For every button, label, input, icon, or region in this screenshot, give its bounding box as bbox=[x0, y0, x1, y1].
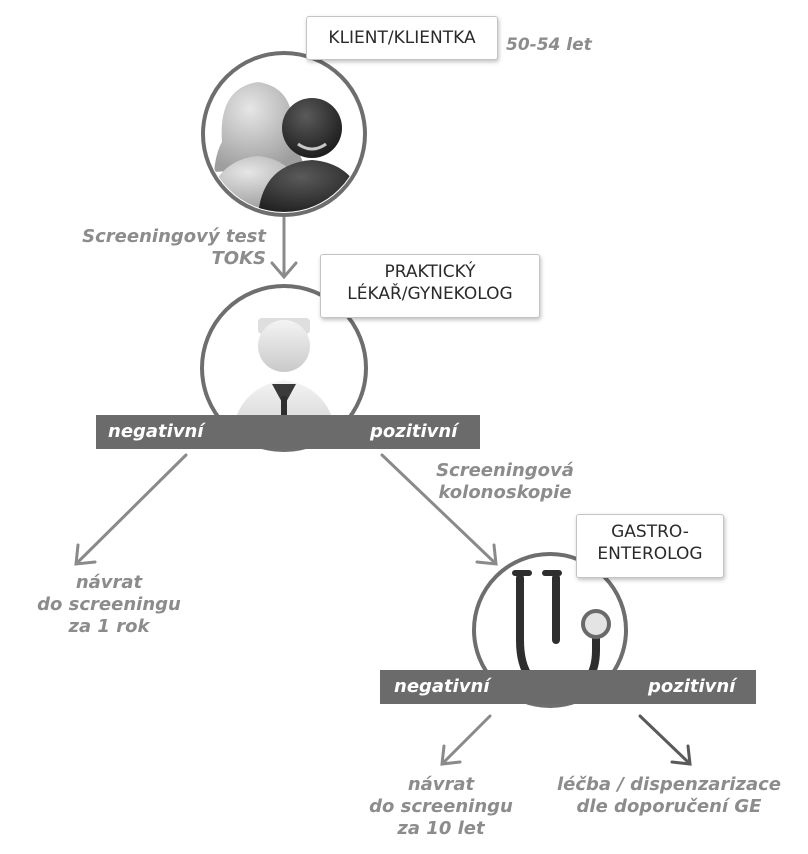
arrow-to-return-10-years bbox=[440, 714, 492, 766]
outcome-return-1-year: návrat do screeningu za 1 rok bbox=[37, 572, 181, 637]
client-age-label: 50-54 let bbox=[506, 35, 592, 55]
colonoscopy-label: Screeningová kolonoskopie bbox=[436, 460, 574, 503]
outcome-return-10-years: návrat do screeningu za 10 let bbox=[369, 774, 513, 839]
client-icon bbox=[201, 51, 367, 217]
arrow-doctor-to-gastro bbox=[380, 453, 498, 566]
doctor-bubble: PRAKTICKÝ LÉKAŘ/GYNEKOLOG bbox=[320, 254, 540, 318]
arrow-to-treatment bbox=[638, 714, 692, 766]
client-bubble: KLIENT/KLIENTKA bbox=[306, 16, 498, 60]
arrow-to-return-1-year bbox=[74, 453, 188, 566]
positive-label: pozitivní bbox=[648, 676, 736, 697]
arrow-client-to-doctor bbox=[270, 216, 298, 280]
negative-label: negativní bbox=[108, 421, 204, 442]
stethoscope-icon bbox=[472, 552, 628, 708]
outcome-treatment: léčba / dispenzarizace dle doporučení GE bbox=[556, 774, 782, 817]
decision-bar-doctor: negativní pozitivní bbox=[96, 415, 480, 449]
gastro-bubble: GASTRO- ENTEROLOG bbox=[576, 514, 724, 578]
negative-label: negativní bbox=[394, 676, 490, 697]
screening-test-label: Screeningový test TOKS bbox=[82, 226, 266, 269]
decision-bar-gastro: negativní pozitivní bbox=[380, 670, 756, 704]
positive-label: pozitivní bbox=[370, 421, 458, 442]
